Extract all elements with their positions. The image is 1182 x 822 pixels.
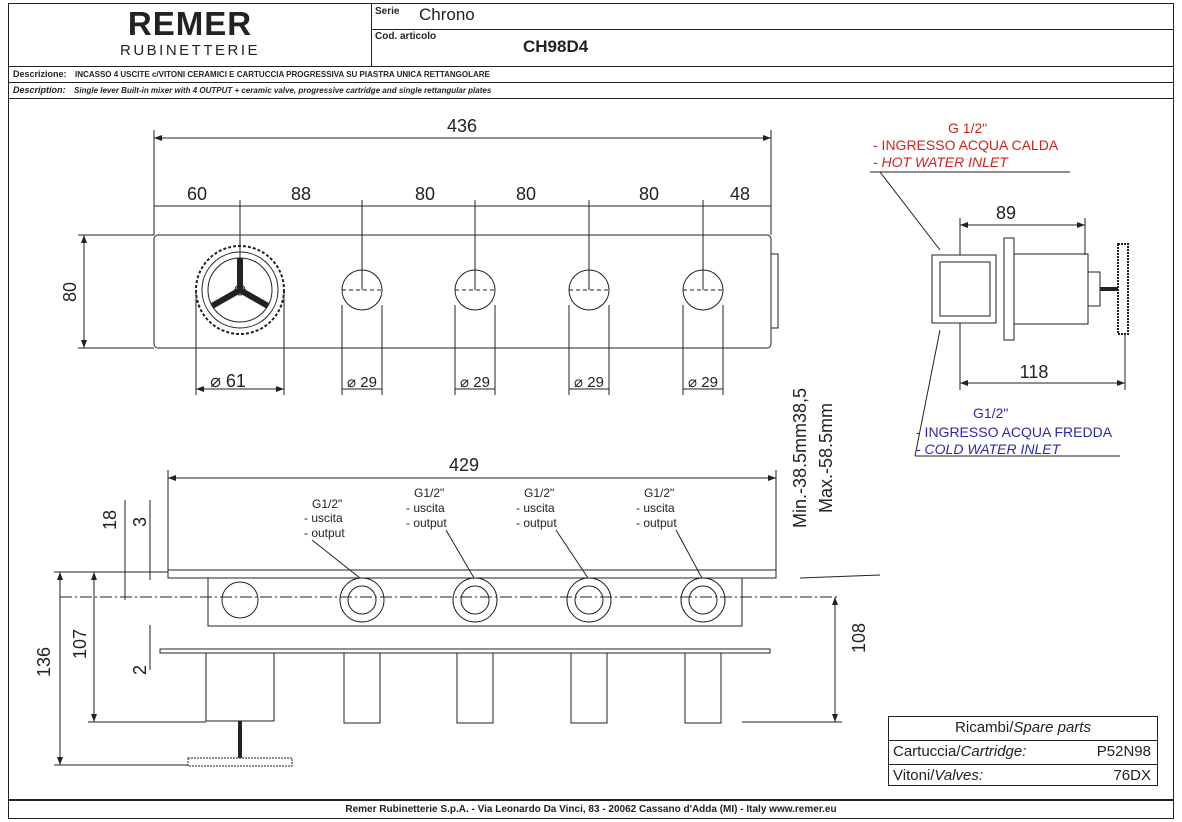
serie-field: Serie Chrono — [371, 4, 1173, 30]
dim-diameter-main: ⌀ 61 — [210, 371, 246, 391]
dim-overall-width: 436 — [447, 116, 477, 136]
spare-parts-valves-row: Vitoni/Valves: 76DX — [889, 765, 1157, 788]
serie-label: Serie — [375, 6, 400, 17]
side-cartridge — [1013, 253, 1089, 325]
description-row: Description: Single lever Built-in mixer… — [8, 83, 1174, 99]
description-text: Single lever Built-in mixer with 4 OUTPU… — [74, 86, 492, 95]
output-1-size: G1/2" — [312, 497, 342, 511]
output-4-size: G1/2" — [644, 486, 674, 500]
manifold-body — [207, 577, 743, 627]
front-plate-edge — [770, 253, 779, 329]
cold-inlet-size: G1/2" — [973, 405, 1008, 421]
output-3-it: - uscita — [516, 501, 555, 515]
dim-diameter-valve-2: ⌀ 29 — [460, 374, 490, 391]
dim-18: 18 — [100, 510, 120, 530]
article-code-field: Cod. articolo CH98D4 — [371, 29, 1173, 66]
side-plate — [1003, 237, 1015, 341]
dim-spacing-4: 80 — [516, 184, 536, 204]
output-3-size: G1/2" — [524, 486, 554, 500]
brand-name: REMER — [127, 5, 253, 42]
dim-108: 108 — [849, 623, 869, 653]
bottom-view — [54, 470, 881, 767]
depth-range-min: Min.-38.5mm38,5 — [790, 388, 810, 528]
dim-side-bottom: 118 — [1020, 362, 1049, 382]
dim-spacing-1: 60 — [187, 184, 207, 204]
hot-inlet-size: G 1/2" — [948, 120, 987, 136]
cartridge-value: P52N98 — [1096, 743, 1151, 760]
spare-parts-header: Ricambi/Spare parts — [889, 717, 1157, 741]
dim-spacing-6: 48 — [730, 184, 750, 204]
brand-subtitle: RUBINETTERIE — [119, 42, 260, 59]
output-2-en: - output — [406, 516, 447, 530]
depth-range-max: Max.-58.5mm — [816, 403, 836, 513]
company-logo: REMER RUBINETTERIE — [9, 4, 372, 66]
description-label: Description: — [13, 85, 66, 95]
descrizione-label: Descrizione: — [13, 69, 67, 79]
spare-parts-table: Ricambi/Spare parts Cartuccia/Cartridge:… — [888, 716, 1158, 786]
hot-inlet-it: - INGRESSO ACQUA CALDA — [873, 137, 1059, 153]
dim-spacing-5: 80 — [639, 184, 659, 204]
output-4-en: - output — [636, 516, 677, 530]
output-1-it: - uscita — [304, 511, 343, 525]
dim-136: 136 — [34, 647, 54, 677]
output-3-en: - output — [516, 516, 557, 530]
front-view — [78, 130, 779, 395]
serie-value: Chrono — [419, 5, 475, 24]
valve-stems — [343, 652, 722, 724]
dim-diameter-valve-1: ⌀ 29 — [347, 374, 377, 391]
descrizione-row: Descrizione: INCASSO 4 USCITE c/VITONI C… — [8, 67, 1174, 83]
output-2-it: - uscita — [406, 501, 445, 515]
spacing-ticks — [239, 200, 704, 290]
hot-inlet-en: - HOT WATER INLET — [873, 154, 1009, 170]
dim-front-height: 80 — [60, 282, 80, 302]
dim-107: 107 — [70, 629, 90, 659]
dim-diameter-valve-3: ⌀ 29 — [574, 374, 604, 391]
output-1-en: - output — [304, 526, 345, 540]
diameter-dims — [195, 290, 724, 395]
spare-parts-title-it: Ricambi/ — [955, 719, 1014, 736]
drawing-frame — [8, 98, 1174, 800]
output-4-it: - uscita — [636, 501, 675, 515]
cartridge-label-it: Cartuccia/ — [893, 743, 961, 760]
side-handle-gear — [1117, 243, 1129, 335]
dim-diameter-valve-4: ⌀ 29 — [688, 374, 718, 391]
valves-label-it: Vitoni/ — [893, 767, 935, 784]
dim-spacing-3: 80 — [415, 184, 435, 204]
cold-inlet-it: - INGRESSO ACQUA FREDDA — [916, 424, 1113, 440]
dim-2: 2 — [130, 665, 150, 675]
article-code-value: CH98D4 — [523, 37, 589, 56]
output-valves — [221, 577, 726, 623]
valves-value: 76DX — [1113, 767, 1151, 784]
company-footer: Remer Rubinetterie S.p.A. - Via Leonardo… — [8, 800, 1174, 819]
side-view — [870, 171, 1129, 457]
title-block: REMER RUBINETTERIE Serie Chrono Cod. art… — [8, 3, 1174, 67]
main-cartridge-body — [205, 652, 275, 722]
valves-label-en: Valves: — [934, 767, 984, 784]
spare-parts-title-en: Spare parts — [1013, 719, 1091, 736]
dim-side-top: 89 — [996, 203, 1016, 223]
dim-3: 3 — [130, 517, 150, 527]
dim-bottom-width: 429 — [449, 455, 479, 475]
article-code-label: Cod. articolo — [375, 31, 437, 42]
output-2-size: G1/2" — [414, 486, 444, 500]
cold-inlet-en: - COLD WATER INLET — [916, 441, 1062, 457]
descrizione-text: INCASSO 4 USCITE c/VITONI CERAMICI E CAR… — [75, 70, 490, 79]
main-handle-gear — [195, 245, 285, 335]
dim-spacing-2: 88 — [291, 184, 311, 204]
valve-knobs — [341, 269, 724, 311]
side-body — [931, 254, 997, 324]
spare-parts-cartridge-row: Cartuccia/Cartridge: P52N98 — [889, 741, 1157, 765]
cartridge-label-en: Cartridge: — [960, 743, 1027, 760]
main-gear-bottom — [187, 757, 293, 767]
